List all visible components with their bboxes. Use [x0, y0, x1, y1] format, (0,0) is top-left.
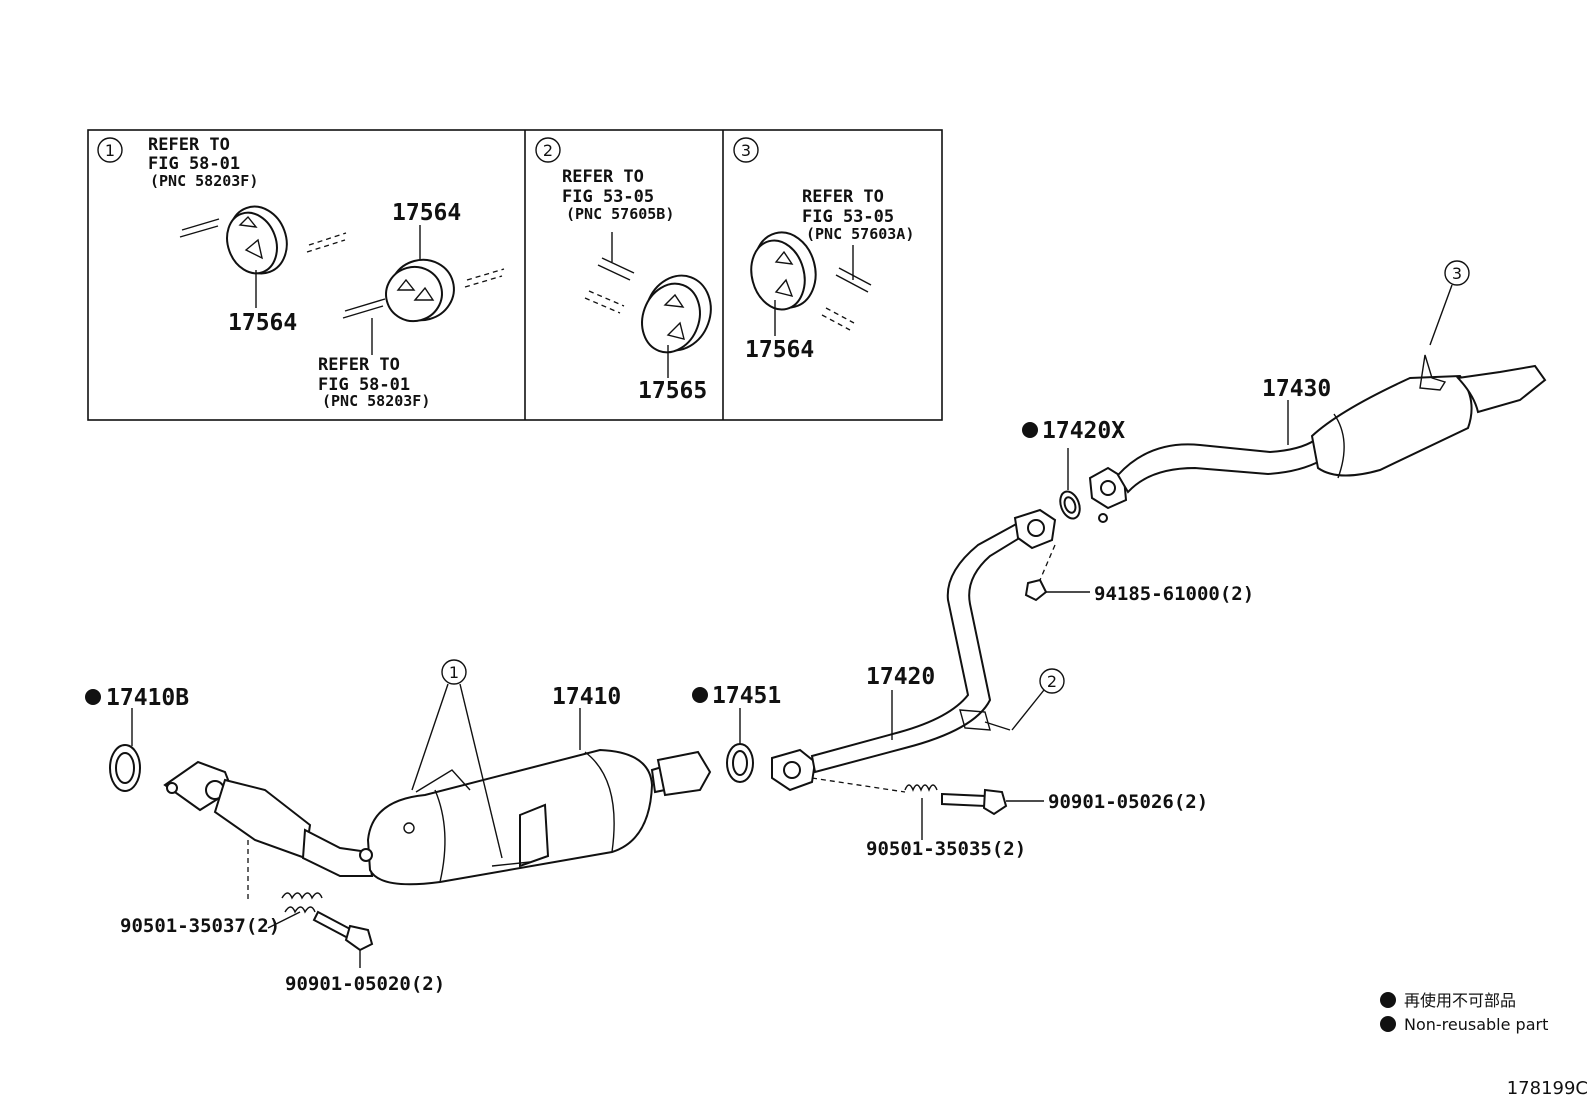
- inset-2: 2 REFER TO FIG 53-05 (PNC 57605B) 17565: [535, 137, 712, 404]
- inset-2-fig: FIG 53-05: [562, 187, 654, 207]
- inset-frame: [87, 129, 943, 421]
- part-17430: 17430: [1262, 376, 1331, 402]
- nut-94185-61000: [1024, 578, 1090, 602]
- inset-2-part-17565: 17565: [638, 378, 707, 404]
- inset-1-part-17564-upper: 17564: [392, 200, 461, 226]
- legend-jp-text: 再使用不可部品: [1404, 991, 1516, 1010]
- part-90501-35035: 90501-35035(2): [866, 838, 1026, 860]
- part-90901-05020: 90901-05020(2): [285, 973, 445, 995]
- part-17420X: 17420X: [1042, 418, 1125, 444]
- inset-2-pnc: (PNC 57605B): [566, 205, 674, 223]
- bolt-90901-05020: [312, 910, 374, 968]
- hanger-rubber-17564-c: [750, 231, 872, 336]
- gasket-17451: [726, 708, 754, 783]
- inset-1-number: 1: [105, 141, 115, 160]
- tailpipe-muffler-17430: [1088, 354, 1547, 523]
- hanger-rubber-17564-b: [342, 225, 505, 355]
- inset-2-number: 2: [543, 141, 553, 160]
- hanger-rubber-17564-a: [179, 205, 347, 308]
- inset-1-fig: FIG 58-01: [148, 154, 240, 174]
- inset-1-refer-to: REFER TO: [148, 135, 230, 155]
- inset-3-fig: FIG 53-05: [802, 207, 894, 227]
- inset-2-refer-to: REFER TO: [562, 167, 644, 187]
- front-pipe-converter-17410: [163, 748, 712, 886]
- legend-en-text: Non-reusable part: [1404, 1015, 1548, 1034]
- callout-1: 1: [449, 663, 459, 682]
- callout-3-circle: [1444, 260, 1470, 286]
- gasket-17410B: [109, 708, 141, 792]
- part-90501-35037: 90501-35037(2): [120, 915, 280, 937]
- inset-1-fig-2: FIG 58-01: [318, 375, 410, 395]
- callout-2-circle: [1039, 668, 1065, 694]
- gasket-17420X: [1059, 448, 1081, 520]
- non-reusable-dot-17410B: [85, 689, 101, 705]
- inset-3-number-circle: [733, 137, 759, 163]
- inset-1-number-circle: [97, 137, 123, 163]
- part-17410: 17410: [552, 684, 621, 710]
- inset-1-part-17564-lower: 17564: [228, 310, 297, 336]
- part-90901-05026: 90901-05026(2): [1048, 791, 1208, 813]
- callout-1-circle: [441, 659, 467, 685]
- bolt-90901-05026: [941, 788, 1044, 816]
- inset-3-refer-to: REFER TO: [802, 187, 884, 207]
- hanger-rubber-17565: [584, 232, 712, 378]
- part-17451: 17451: [712, 683, 781, 709]
- non-reusable-dot-17420X: [1022, 422, 1038, 438]
- spring-90501-35035: [904, 784, 938, 840]
- inset-2-number-circle: [535, 137, 561, 163]
- inset-3-part-17564: 17564: [745, 337, 814, 363]
- inset-1-pnc-2: (PNC 58203F): [322, 392, 430, 410]
- part-17420: 17420: [866, 664, 935, 690]
- inset-1-refer-to-2: REFER TO: [318, 355, 400, 375]
- callout-3: 3: [1452, 264, 1462, 283]
- callout-2: 2: [1047, 672, 1057, 691]
- non-reusable-dot-17451: [692, 687, 708, 703]
- inset-1: 1 REFER TO FIG 58-01 (PNC 58203F) 17564: [97, 135, 505, 410]
- center-pipe-17420: [771, 508, 1057, 792]
- part-17410B: 17410B: [106, 685, 189, 711]
- spring-90501-35037: [267, 892, 323, 929]
- legend: 再使用不可部品 Non-reusable part: [1380, 991, 1548, 1034]
- inset-3-number: 3: [741, 141, 751, 160]
- part-94185-61000: 94185-61000(2): [1094, 583, 1254, 605]
- inset-3-pnc: (PNC 57603A): [806, 225, 914, 243]
- legend-dot-jp: [1380, 992, 1396, 1008]
- figure-id: 178199C: [1507, 1078, 1588, 1099]
- legend-dot-en: [1380, 1016, 1396, 1032]
- inset-1-pnc: (PNC 58203F): [150, 172, 258, 190]
- inset-3: 3 REFER TO FIG 53-05 (PNC 57603A) 17564: [733, 137, 914, 363]
